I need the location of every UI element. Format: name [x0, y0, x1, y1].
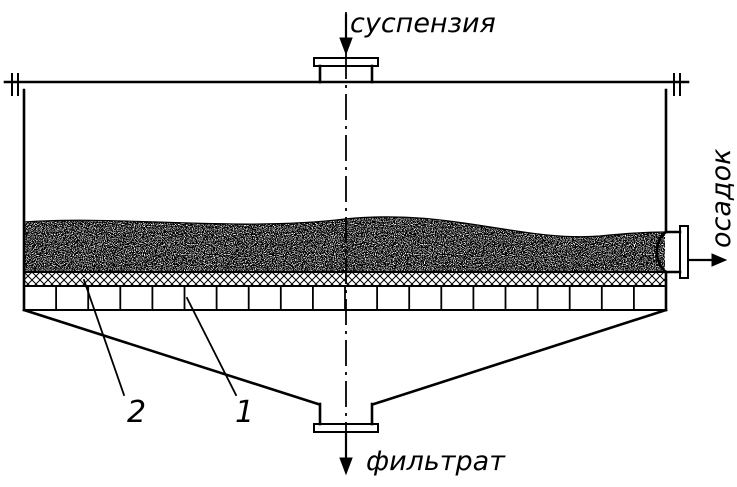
- leader-line-1: [185, 296, 238, 397]
- inlet-label: суспензия: [350, 8, 496, 39]
- inlet-arrow: [339, 37, 353, 56]
- leader-line-2: [82, 278, 126, 397]
- outlet-label: фильтрат: [366, 446, 505, 477]
- sediment-layer: [23, 216, 666, 272]
- grate-number: 1: [235, 395, 255, 430]
- filter-cloth-number: 2: [127, 395, 147, 430]
- sediment-arrow: [711, 253, 728, 267]
- sediment-label: осадок: [706, 148, 737, 248]
- filter-cloth: [23, 271, 667, 287]
- outlet-arrow: [339, 457, 353, 476]
- sediment-nozzle: [655, 225, 689, 279]
